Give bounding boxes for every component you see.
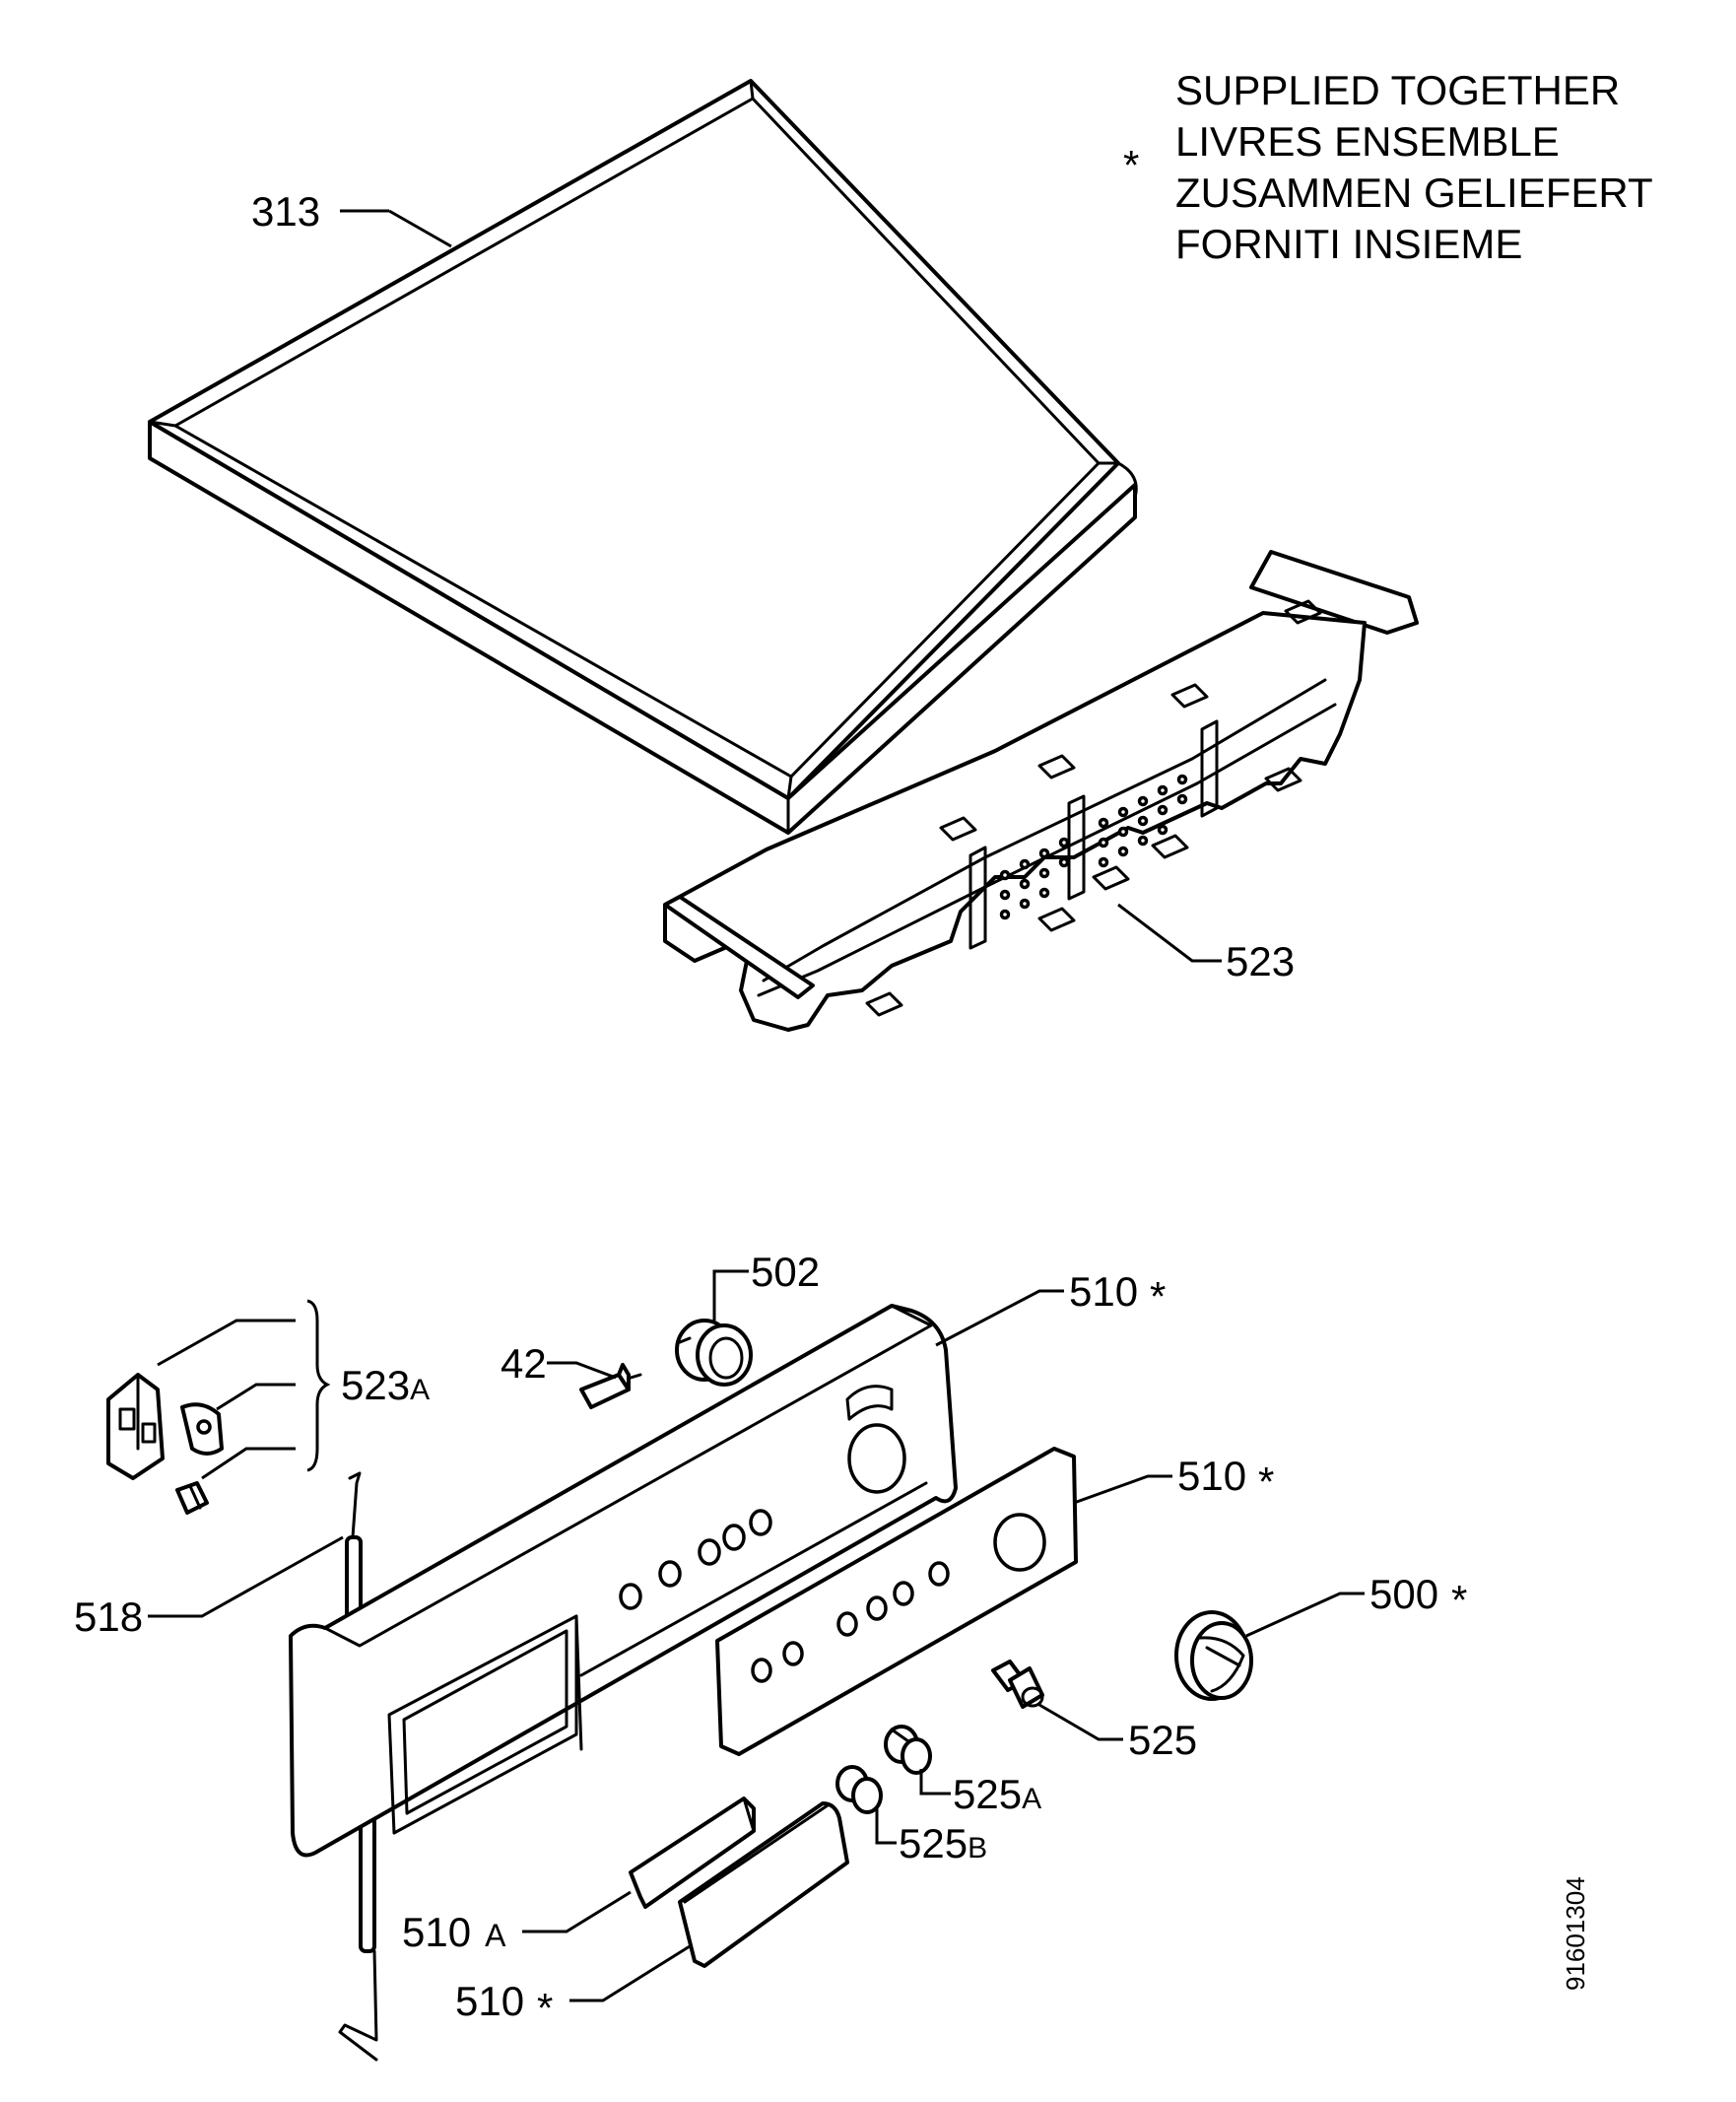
label-510-handle-star: * bbox=[537, 1985, 553, 2031]
leader-523 bbox=[1117, 903, 1222, 963]
label-500: 500 bbox=[1369, 1571, 1438, 1617]
part-510-handle bbox=[678, 1801, 849, 1968]
part-510-decor-plate bbox=[715, 1447, 1078, 1756]
label-502: 502 bbox=[751, 1249, 820, 1295]
label-313: 313 bbox=[251, 188, 320, 235]
label-525B: 525B bbox=[899, 1820, 987, 1866]
part-313-top-cover bbox=[148, 79, 1138, 835]
label-510-fascia-star: * bbox=[1150, 1273, 1166, 1320]
part-525B-button bbox=[835, 1765, 883, 1814]
leader-313b bbox=[388, 209, 452, 248]
part-525A-button bbox=[884, 1725, 932, 1775]
leader-500 bbox=[1245, 1592, 1365, 1638]
label-525A: 525A bbox=[953, 1771, 1041, 1817]
leader-523A-a bbox=[157, 1319, 296, 1367]
leader-510A bbox=[522, 1890, 632, 1933]
leader-525B bbox=[875, 1808, 897, 1845]
leader-510-handle bbox=[569, 1944, 691, 2002]
part-525-shaft bbox=[991, 1660, 1044, 1709]
supplied-together-legend: * SUPPLIED TOGETHER LIVRES ENSEMBLE ZUSA… bbox=[1123, 67, 1653, 267]
leader-510-plate bbox=[1073, 1474, 1172, 1505]
part-523-panel-support bbox=[663, 550, 1419, 1032]
label-500-star: * bbox=[1451, 1577, 1467, 1623]
legend-line-de: ZUSAMMEN GELIEFERT bbox=[1175, 170, 1653, 216]
label-510-plate-star: * bbox=[1258, 1458, 1274, 1505]
part-500-knob bbox=[1174, 1610, 1253, 1701]
part-510A-insert bbox=[629, 1797, 756, 1909]
label-510-handle: 510 bbox=[455, 1978, 524, 2024]
leader-42 bbox=[547, 1361, 617, 1380]
brace-523A bbox=[306, 1299, 331, 1472]
part-523A-clip-group bbox=[106, 1299, 331, 1515]
part-510-fascia bbox=[289, 1304, 958, 1858]
label-510-fascia: 510 bbox=[1069, 1268, 1138, 1315]
part-502-lamp-holder bbox=[675, 1319, 753, 1387]
leader-518 bbox=[148, 1535, 344, 1618]
legend-asterisk: * bbox=[1123, 142, 1139, 188]
part-42-switch bbox=[579, 1363, 642, 1409]
legend-line-fr: LIVRES ENSEMBLE bbox=[1175, 118, 1560, 165]
leader-510-fascia bbox=[935, 1289, 1064, 1347]
label-523: 523 bbox=[1226, 938, 1295, 984]
leader-523A-b bbox=[216, 1383, 296, 1411]
leader-523A-c bbox=[201, 1447, 296, 1480]
drawing-number: 91601304 bbox=[1561, 1876, 1590, 1991]
leader-525A bbox=[919, 1769, 951, 1796]
legend-line-it: FORNITI INSIEME bbox=[1175, 221, 1522, 267]
label-523A: 523A bbox=[341, 1362, 430, 1408]
legend-line-en: SUPPLIED TOGETHER bbox=[1175, 67, 1620, 113]
label-525: 525 bbox=[1128, 1717, 1197, 1763]
label-42: 42 bbox=[501, 1340, 547, 1387]
leader-525 bbox=[1038, 1703, 1123, 1741]
vent-holes bbox=[999, 774, 1188, 920]
label-518: 518 bbox=[74, 1593, 143, 1640]
leader-502 bbox=[712, 1269, 749, 1321]
label-510-plate: 510 bbox=[1177, 1453, 1246, 1499]
